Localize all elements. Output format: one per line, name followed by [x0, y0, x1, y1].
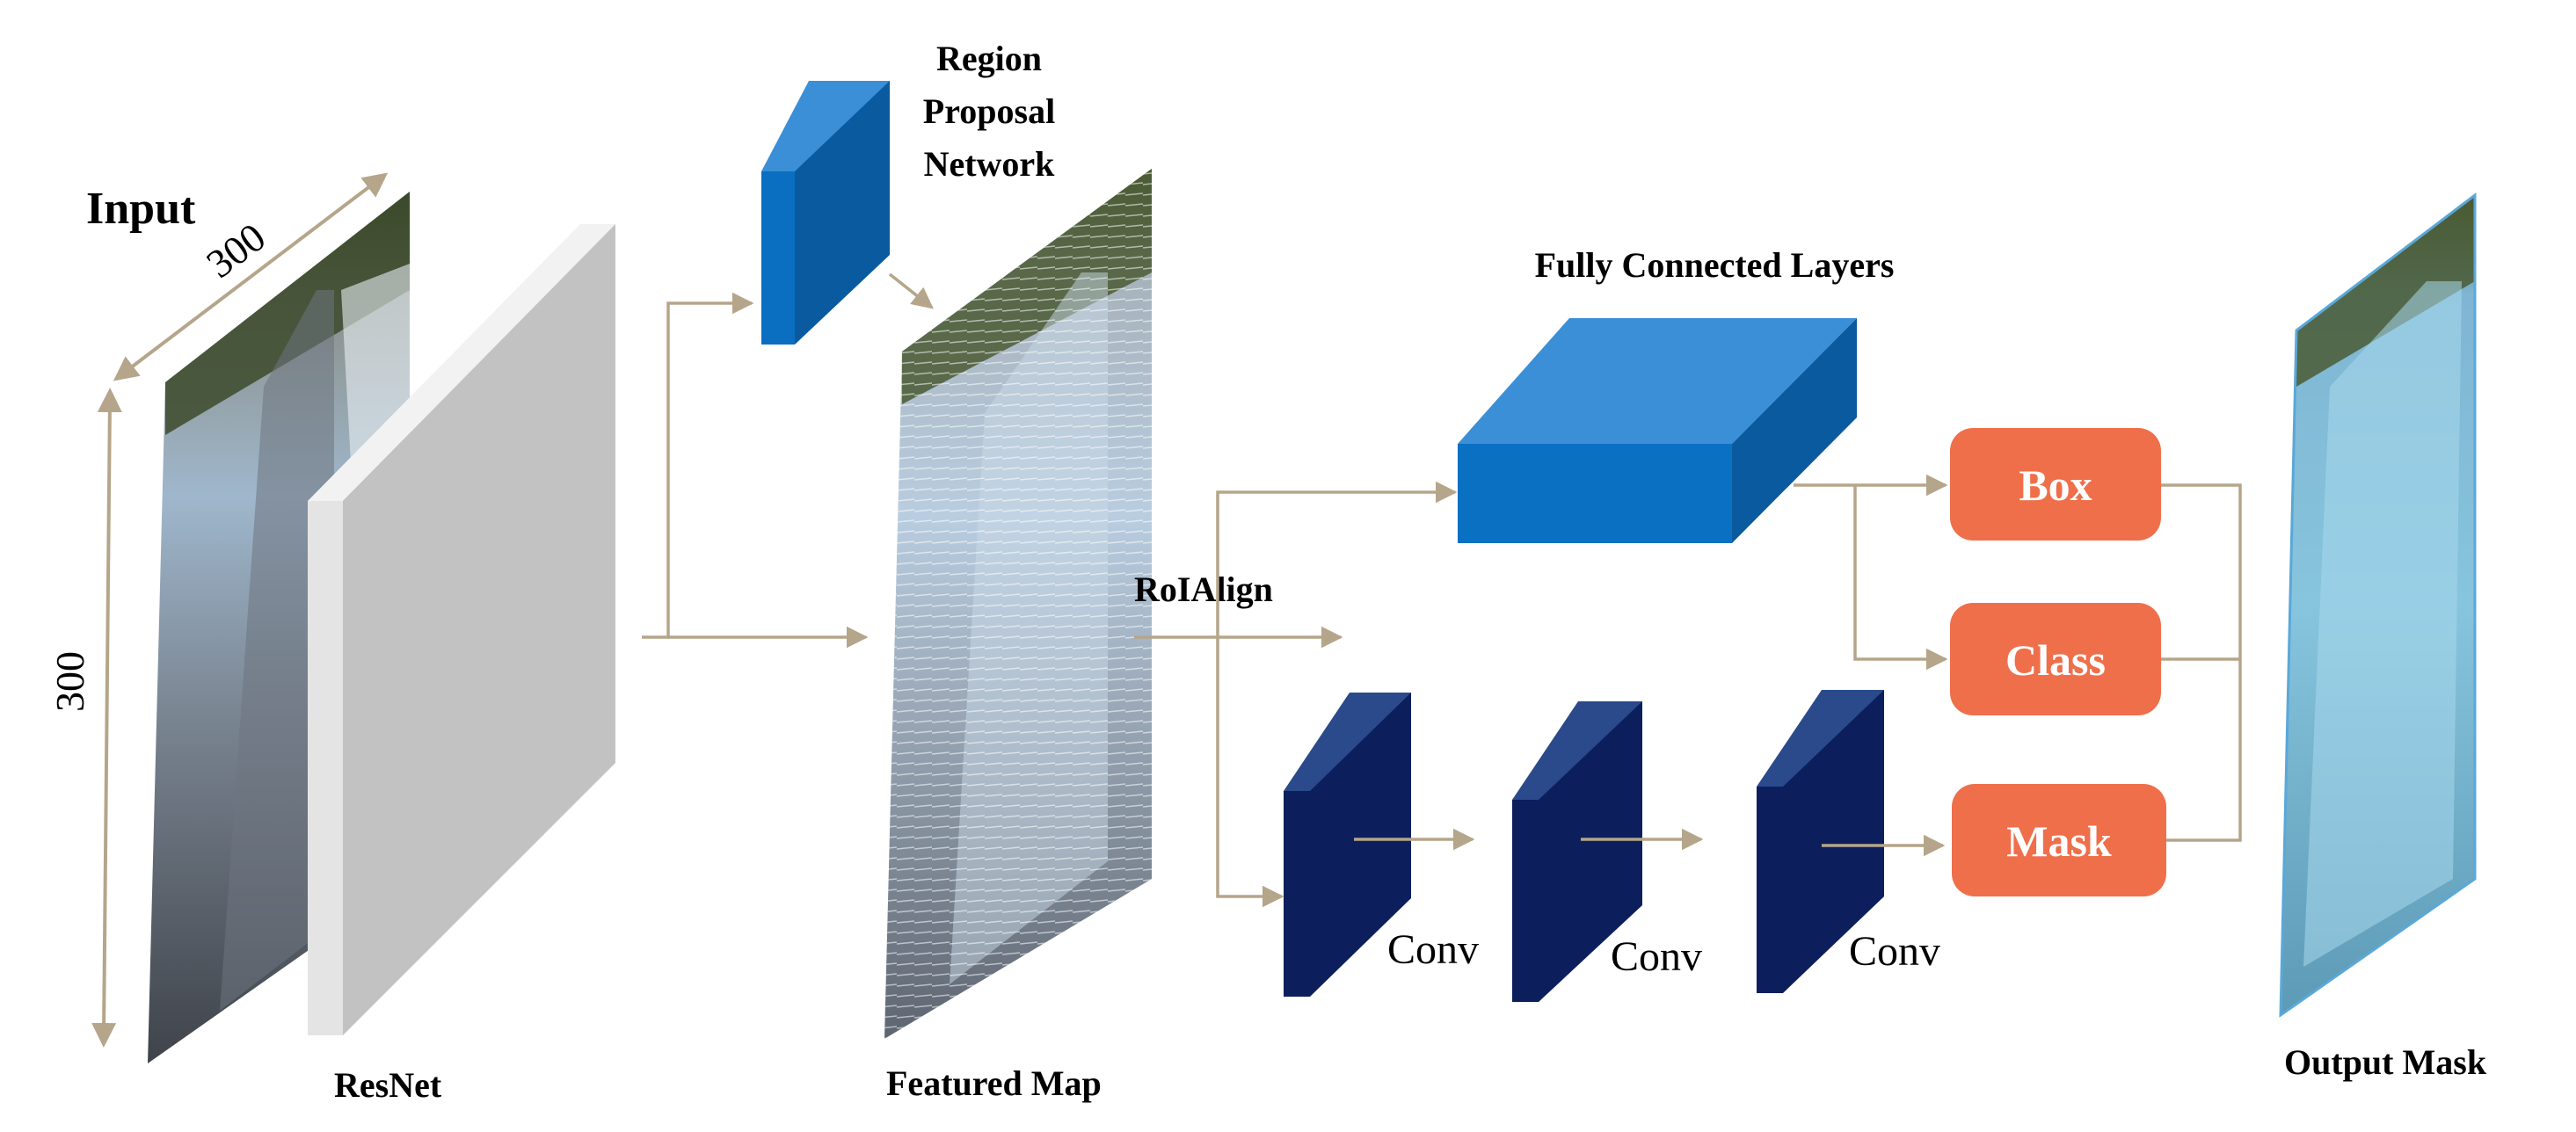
mask-head-label: Mask [2006, 816, 2112, 866]
roialign-arrows [1134, 481, 1458, 908]
conv-arrows [1354, 828, 1946, 857]
rpn-to-feature-arrow [888, 272, 934, 309]
roialign-label: RoIAlign [1134, 570, 1273, 609]
conv-block-3 [1757, 690, 1884, 993]
output-mask-image [2279, 192, 2477, 1018]
box-head-label: Box [2019, 461, 2092, 510]
resnet-output-arrows [642, 292, 869, 649]
fc-layers-label: Fully Connected Layers [1535, 245, 1895, 285]
conv-label-2: Conv [1611, 933, 1702, 980]
conv-block-2 [1512, 701, 1642, 1002]
input-label: Input [86, 184, 196, 234]
height-dimension-label: 300 [47, 651, 92, 712]
conv-label-3: Conv [1849, 928, 1940, 975]
class-head: Class [1950, 603, 2161, 715]
box-head: Box [1950, 428, 2161, 541]
featured-map [884, 169, 1152, 1039]
width-dimension-label: 300 [198, 214, 273, 287]
rpn-block [761, 81, 890, 345]
resnet-label: ResNet [334, 1065, 442, 1105]
fc-layers-block [1458, 318, 1857, 543]
fc-to-heads-arrows [1794, 474, 1948, 671]
height-dimension-arrow [91, 388, 122, 1048]
output-mask-label: Output Mask [2284, 1042, 2487, 1082]
rpn-label-line1: Region [936, 39, 1042, 78]
class-head-label: Class [2005, 635, 2106, 685]
width-dimension-arrow [113, 172, 389, 381]
mask-head: Mask [1952, 784, 2166, 896]
conv-label-1: Conv [1387, 926, 1479, 973]
heads-merge-lines [2161, 483, 2242, 842]
conv-block-1 [1284, 693, 1411, 997]
featured-map-label: Featured Map [886, 1063, 1102, 1103]
rpn-label-line3: Network [924, 144, 1056, 184]
rpn-label-line2: Proposal [923, 91, 1055, 131]
resnet-block [308, 224, 615, 1035]
